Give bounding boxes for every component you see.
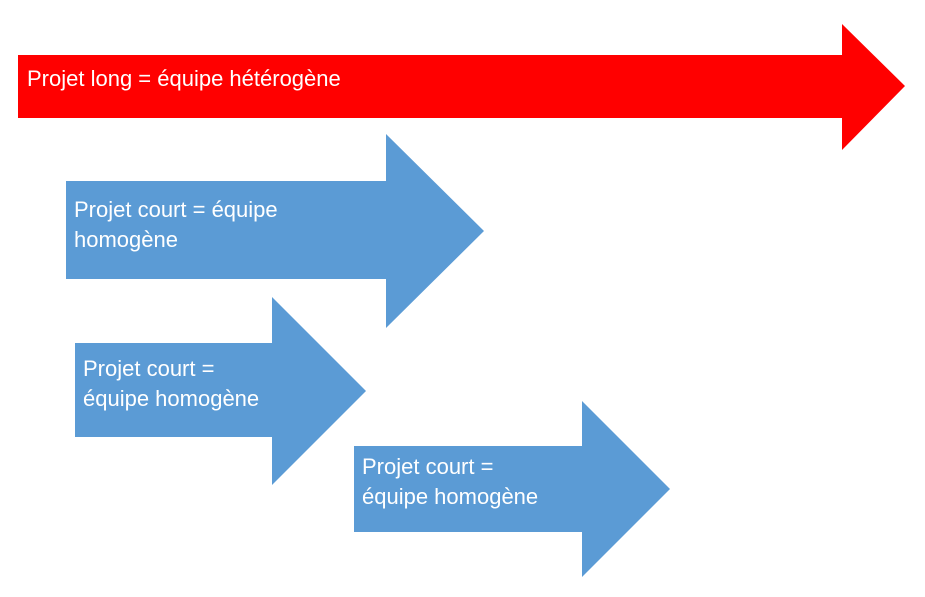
- arrow-short-2-label: Projet court = équipe homogène: [83, 354, 259, 414]
- label-line-2: homogène: [74, 227, 178, 252]
- arrow-short-project-3: [354, 401, 670, 577]
- arrow-short-project-2: [75, 297, 366, 485]
- label-line-1: Projet court = équipe: [74, 197, 278, 222]
- label-line-1: Projet court =: [362, 454, 494, 479]
- arrow-short-3-label: Projet court = équipe homogène: [362, 452, 538, 512]
- label-line-2: équipe homogène: [362, 484, 539, 509]
- label-line-1: Projet court =: [83, 356, 215, 381]
- arrow-short-project-1: [66, 134, 484, 328]
- arrow-short-1-label: Projet court = équipe homogène: [74, 195, 278, 255]
- label-line-2: équipe homogène: [83, 386, 260, 411]
- arrow-long-project: [18, 24, 905, 150]
- arrow-long-label: Projet long = équipe hétérogène: [27, 66, 341, 91]
